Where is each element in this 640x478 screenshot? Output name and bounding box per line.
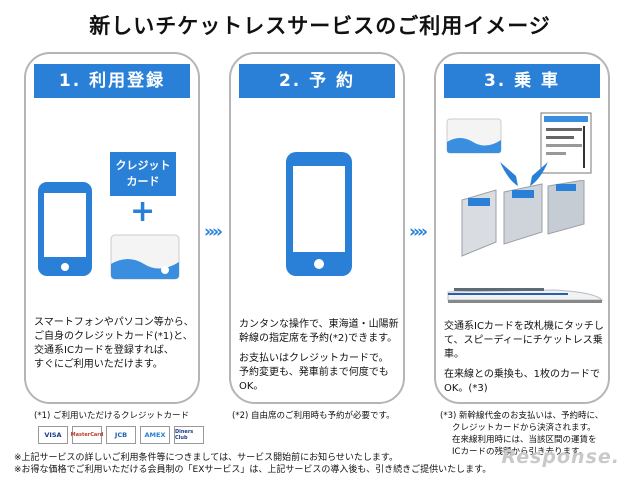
plus-sign: + bbox=[130, 194, 156, 229]
step-panel-register: 1. 利用登録 クレジット カード + スマートフォンやパソコン等から、 ご自身… bbox=[24, 52, 200, 404]
watermark-logo: Response. bbox=[501, 446, 620, 468]
note-free-seat: (*2) 自由席のご利用時も予約が必要です。 bbox=[232, 411, 395, 421]
step-panel-board: 3. 乗 車 交通系ICカードを改札機にタッチし bbox=[434, 52, 610, 404]
smartphone-icon bbox=[38, 182, 92, 276]
ticket-icon bbox=[540, 112, 592, 174]
visa-logo: VISA bbox=[38, 426, 68, 444]
smartphone-icon bbox=[286, 152, 352, 276]
step-panel-reserve: 2. 予 約 カンタンな操作で、東海道・山陽新 幹線の指定席を予約(*2)できま… bbox=[229, 52, 405, 404]
jcb-logo: JCB bbox=[106, 426, 136, 444]
amex-logo: AMEX bbox=[140, 426, 170, 444]
step-desc-board: 交通系ICカードを改札機にタッチし て、スピーディーにチケットレス乗車。 在来線… bbox=[444, 321, 604, 394]
diners-club-logo: Diners Club bbox=[174, 426, 204, 444]
arrow-icon: »» bbox=[204, 222, 223, 242]
ticket-gate-icon bbox=[461, 180, 585, 257]
mastercard-logo: MasterCard bbox=[71, 426, 103, 444]
gate-arrow-icon bbox=[500, 162, 548, 186]
step-header-register: 1. 利用登録 bbox=[34, 64, 190, 98]
ic-card-icon bbox=[110, 234, 180, 280]
note-credit-cards: (*1) ご利用いただけるクレジットカード bbox=[34, 411, 189, 421]
credit-card-label: クレジット カード bbox=[110, 152, 176, 196]
footer-note-1: ※上記サービスの詳しいご利用条件等につきましては、サービス開始前にお知らせいたし… bbox=[14, 453, 399, 463]
step-desc-reserve: カンタンな操作で、東海道・山陽新 幹線の指定席を予約(*2)できます。 お支払い… bbox=[239, 319, 399, 392]
ic-card-icon bbox=[446, 118, 502, 154]
note-payment: (*3) 新幹線代金のお支払いは、予約時に、 クレジットカードから決済されます。… bbox=[440, 411, 604, 457]
arrow-icon: »» bbox=[409, 222, 428, 242]
credit-card-logos: VISA MasterCard JCB AMEX Diners Club bbox=[38, 426, 204, 444]
footer-note-2: ※お得な価格でご利用いただける会員制の「EXサービス」は、上記サービスの導入後も… bbox=[14, 465, 492, 475]
page-title: 新しいチケットレスサービスのご利用イメージ bbox=[89, 14, 551, 38]
step-desc-register: スマートフォンやパソコン等から、 ご自身のクレジットカード(*1)と、 交通系I… bbox=[34, 317, 194, 370]
step-header-board: 3. 乗 車 bbox=[444, 64, 600, 98]
step-header-reserve: 2. 予 約 bbox=[239, 64, 395, 98]
shinkansen-icon bbox=[447, 288, 604, 303]
